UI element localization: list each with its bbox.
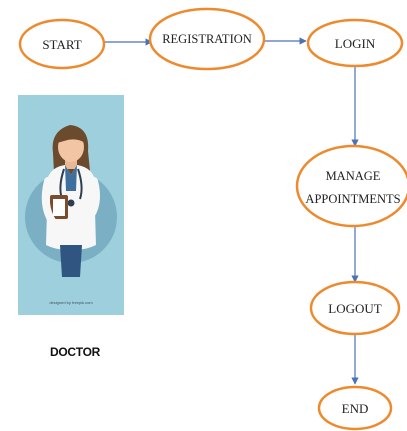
end-node: END [317,385,393,431]
registration-label: REGISTRATION [162,32,252,46]
illustration-caption: designed by freepik.com [49,300,93,305]
manage-label-line2: APPOINTMENTS [305,192,400,206]
manage-appointments-node: MANAGE APPOINTMENTS [295,144,407,228]
doctor-role-label: DOCTOR [50,345,100,359]
logout-node: LOGOUT [309,280,401,336]
start-node: START [18,18,106,70]
registration-node: REGISTRATION [148,7,266,71]
start-label: START [42,37,81,52]
end-label: END [342,401,369,416]
manage-label-line1: MANAGE [326,169,381,183]
doctor-illustration: designed by freepik.com [18,95,124,315]
logout-label: LOGOUT [328,301,381,316]
login-label: LOGIN [335,36,376,51]
login-node: LOGIN [306,18,404,68]
coat-icon [46,165,96,250]
